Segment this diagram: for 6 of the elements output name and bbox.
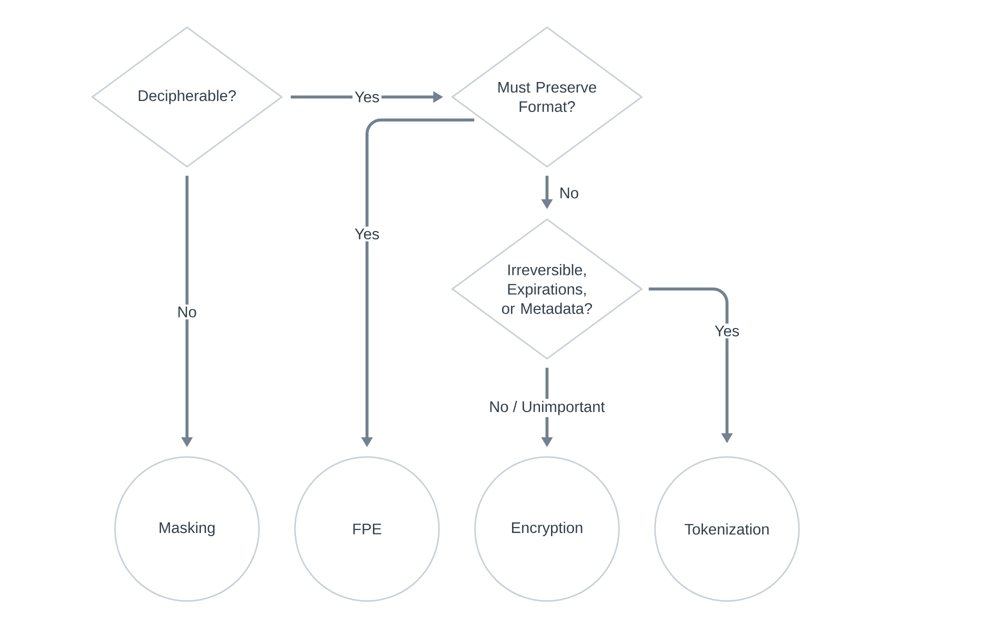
edge-label: Yes <box>352 226 382 242</box>
edge-label: Yes <box>352 90 382 104</box>
edge-label: No / Unimportant <box>487 398 607 418</box>
edge-label: No <box>175 304 199 320</box>
edge-label: Yes <box>712 324 742 338</box>
edge-label: No <box>557 186 581 200</box>
